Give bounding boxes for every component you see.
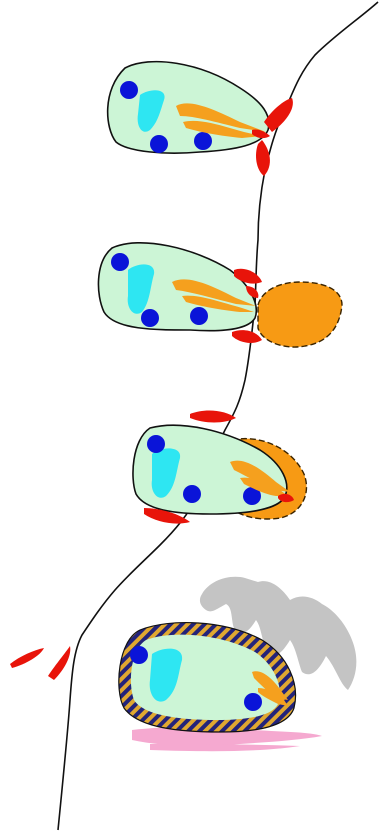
nucleus-dot <box>244 693 262 711</box>
nucleus-dot <box>190 307 208 325</box>
nucleus-dot <box>183 485 201 503</box>
nucleus-dot <box>150 135 168 153</box>
nucleus-dot <box>111 253 129 271</box>
nucleus-dot <box>130 646 148 664</box>
nucleus-dot <box>194 132 212 150</box>
nucleus-dot <box>147 435 165 453</box>
nucleus-dot <box>141 309 159 327</box>
nucleus-dot <box>120 81 138 99</box>
